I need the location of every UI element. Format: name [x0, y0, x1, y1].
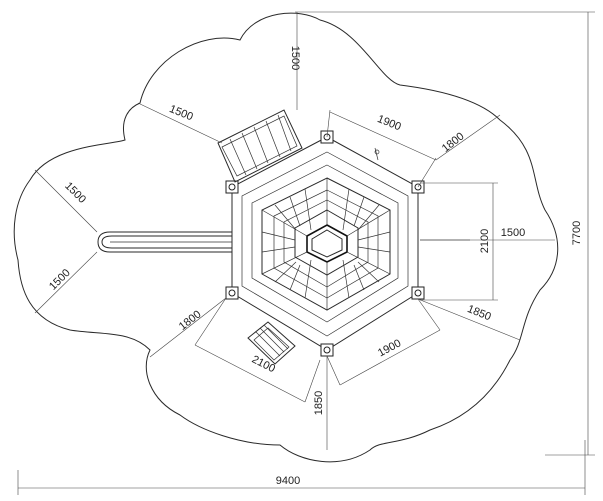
slide: [97, 231, 232, 253]
top-detail: [374, 147, 380, 161]
outer-hexagon-inner-edge: [241, 151, 409, 337]
dim-overall-height: 7700: [571, 221, 583, 245]
ladder-bottom: [247, 321, 296, 365]
centre-hexagon-inner: [311, 229, 343, 258]
dim-right-span: 2100: [479, 229, 491, 253]
inner-ring: [294, 209, 359, 276]
corner-posts: [225, 130, 425, 357]
dim-bottom-left-span: 2100: [250, 353, 277, 375]
dim-top-edge: 1900: [376, 113, 403, 133]
climbing-rungs: [261, 178, 391, 310]
dim-right-clearance: 1500: [501, 227, 525, 239]
ladder-top: [217, 109, 303, 183]
dim-top-clearance: 1500: [289, 46, 301, 70]
dim-overall-width: 9400: [276, 475, 300, 487]
dim-bottom-edge: 1850: [313, 391, 325, 415]
middle-hexagon: [261, 177, 391, 311]
dim-lower-left-edge: 1800: [177, 308, 204, 333]
deck-band: [251, 164, 399, 323]
dim-upper-right-edge: 1800: [440, 130, 467, 155]
safety-zone-outline: [13, 12, 559, 463]
dim-lower-right-edge: 1850: [466, 303, 493, 323]
dim-upper-left-clearance: 1500: [168, 103, 195, 123]
middle-hexagon-inner: [273, 189, 379, 299]
dim-left-upper-clearance: 1500: [62, 180, 88, 206]
dimension-lines: [17, 11, 595, 495]
dim-bottom-right-edge: 1900: [376, 337, 403, 359]
